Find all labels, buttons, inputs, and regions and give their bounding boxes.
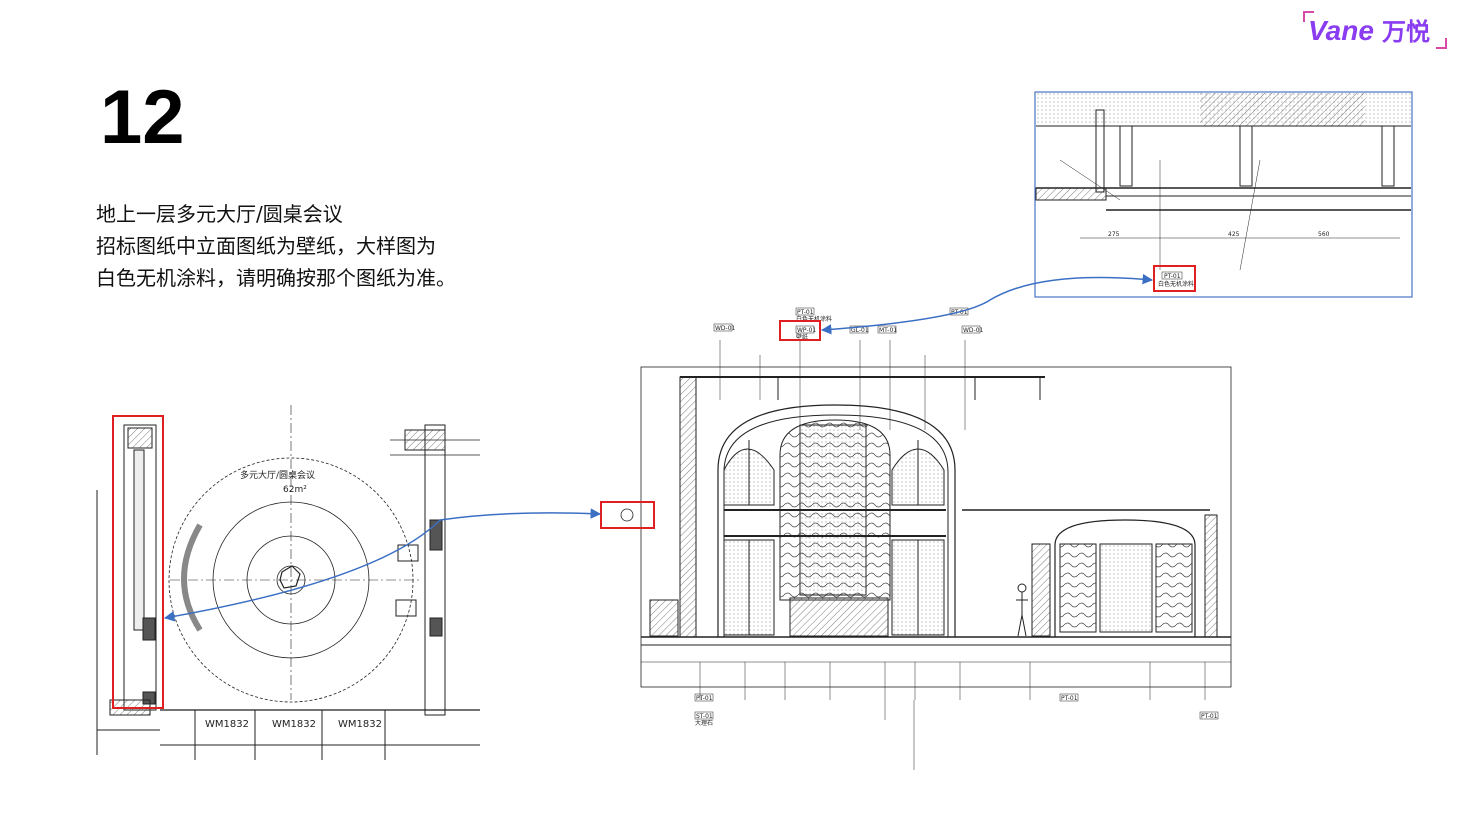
section-marker (620, 508, 634, 522)
description-line-2: 招标图纸中立面图纸为壁纸，大样图为 (96, 234, 436, 258)
logo-chinese: 万悦 (1382, 18, 1430, 46)
arrow-elevation-to-detail (820, 273, 1154, 335)
elev-tag: PT-01 (797, 309, 814, 316)
detail-note-paint: 白色无机涂料 (1158, 280, 1194, 288)
detail-dim: 560 (1318, 231, 1330, 238)
plan-room-name: 多元大厅/圆桌会议 (240, 469, 315, 481)
elev-tag: PT-01 (696, 695, 713, 702)
description-line-1: 地上一层多元大厅/圆桌会议 (96, 202, 343, 226)
elev-tag: PT-01 (1061, 695, 1078, 702)
floor-plan (96, 405, 480, 760)
logo-corner-top-left (1303, 11, 1314, 22)
elev-wallpaper-highlight (779, 320, 821, 341)
detail-dim: 425 (1228, 231, 1240, 238)
elev-tag: WD-01 (963, 327, 984, 334)
elev-tag: ST-01 (696, 713, 713, 720)
elev-note-wallpaper: 壁纸 (796, 333, 808, 341)
description-line-3: 白色无机涂料，请明确按那个图纸为准。 (96, 266, 456, 290)
plan-door-label: WM1832 (205, 719, 249, 730)
logo-corner-bottom-right (1436, 38, 1447, 49)
plan-door-label: WM1832 (338, 719, 382, 730)
elev-tag: MT-01 (879, 327, 897, 334)
detail-tag-paint: PT-01 (1164, 273, 1181, 280)
elevation-drawing (640, 340, 1232, 770)
plan-door-label: WM1832 (272, 719, 316, 730)
arrow-plan-to-elevation (163, 508, 602, 622)
elev-section-mark-highlight (600, 501, 655, 529)
logo-latin: Vane (1308, 15, 1374, 46)
elev-tag: PT-01 (1201, 713, 1218, 720)
issue-description: 地上一层多元大厅/圆桌会议 招标图纸中立面图纸为壁纸，大样图为 白色无机涂料，请… (96, 198, 536, 294)
plan-wall-highlight (112, 415, 164, 709)
brand-logo: Vane 万悦 (1303, 11, 1447, 49)
detail-drawing (1034, 91, 1413, 298)
elev-tag-wallpaper: WP-01 (797, 327, 816, 334)
plan-room-area: 62m² (283, 485, 307, 495)
slide-number: 12 (100, 75, 185, 160)
elev-tag: WD-01 (715, 325, 736, 332)
detail-dim: 275 (1108, 231, 1120, 238)
elev-note: 白色无机涂料 (796, 315, 832, 323)
elev-note: 大理石 (695, 719, 713, 727)
detail-paint-highlight (1153, 265, 1196, 292)
